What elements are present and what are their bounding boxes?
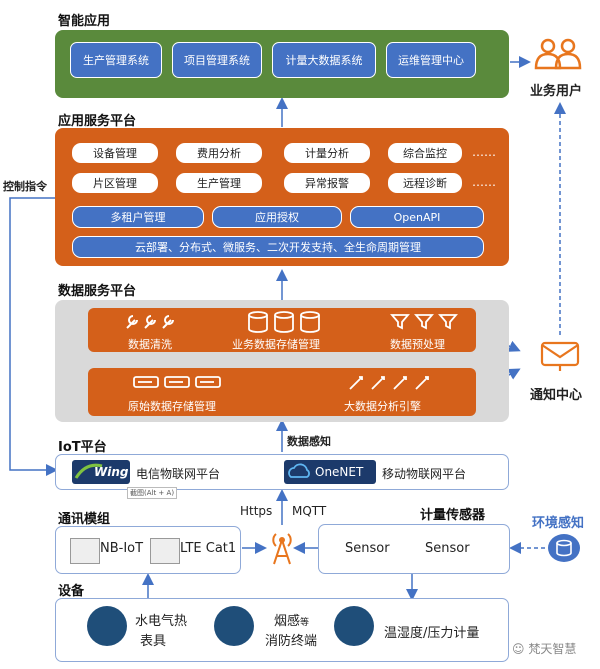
fan-icon	[334, 606, 374, 646]
wing-logo-swoosh	[74, 463, 103, 479]
data-storage-row	[88, 368, 476, 416]
app-module: 远程诊断	[388, 173, 462, 193]
engine-icon	[87, 606, 127, 646]
mailbox-icon	[540, 341, 580, 371]
iot-title: IoT平台	[58, 440, 107, 455]
sensor-label: Sensor	[345, 541, 390, 556]
wechat-icon: ☺	[512, 642, 529, 656]
antenna-tower-icon	[272, 533, 292, 565]
nb-iot-label: NB-IoT	[100, 541, 144, 556]
lte-chip-icon	[150, 538, 180, 564]
platform-capability: OpenAPI	[350, 206, 484, 228]
nb-chip-icon	[70, 538, 100, 564]
env-db-icon	[548, 534, 580, 562]
env-sense-label: 环境感知	[532, 516, 585, 531]
env-db-glyph	[556, 539, 572, 557]
app-module: 生产管理	[176, 173, 262, 193]
watermark: ☺ 梵天智慧	[512, 640, 576, 657]
filter-icon	[390, 314, 458, 330]
database-icon	[248, 311, 320, 333]
smart-app-item: 计量大数据系统	[272, 42, 376, 78]
users-icon	[534, 38, 582, 70]
notify-center-label: 通知中心	[530, 388, 583, 403]
app-platform-title: 应用服务平台	[58, 114, 137, 129]
https-label: Https	[240, 504, 273, 518]
smart-app-title: 智能应用	[58, 14, 111, 29]
smoke-label: 烟感	[274, 614, 301, 629]
wing-logo-text: Wing	[94, 465, 129, 479]
meter-device-line2: 表具	[140, 634, 167, 649]
mqtt-label: MQTT	[292, 504, 327, 518]
smoke-device-line1: 烟感等	[274, 610, 309, 629]
smart-app-item: 生产管理系统	[70, 42, 162, 78]
temp-humidity-label: 温湿度/压力计量	[384, 626, 480, 641]
data-sense-label: 数据感知	[287, 435, 331, 448]
telecom-iot-label: 电信物联网平台	[136, 467, 221, 481]
business-storage-label: 业务数据存储管理	[232, 338, 320, 351]
meter-device-line1: 水电气热	[135, 614, 188, 629]
sensor-label: Sensor	[425, 541, 470, 556]
watermark-label: 梵天智慧	[528, 642, 577, 656]
devices-title: 设备	[58, 584, 85, 599]
comm-title: 通讯模组	[58, 512, 111, 527]
devices-panel	[55, 598, 509, 662]
business-users-label: 业务用户	[530, 84, 583, 99]
app-module: 设备管理	[72, 143, 158, 163]
onenet-logo-text: OneNET	[315, 465, 364, 479]
onenet-logo: OneNET	[284, 460, 376, 484]
preprocessing-label: 数据预处理	[390, 338, 445, 351]
wrench-icon	[126, 315, 174, 329]
magic-wand-icon	[349, 376, 429, 390]
smart-app-item: 运维管理中心	[386, 42, 476, 78]
platform-capability: 应用授权	[212, 206, 342, 228]
app-module: 综合监控	[388, 143, 462, 163]
engine-icon	[214, 606, 254, 646]
lte-label: LTE Cat1	[180, 541, 237, 556]
raw-storage-label: 原始数据存储管理	[128, 400, 216, 413]
app-module: 片区管理	[72, 173, 158, 193]
platform-features: 云部署、分布式、微服务、二次开发支持、全生命周期管理	[72, 236, 484, 258]
data-cleaning-label: 数据清洗	[128, 338, 172, 351]
smoke-device-line2: 消防终端	[265, 634, 318, 649]
data-platform-title: 数据服务平台	[58, 284, 137, 299]
meter-sensor-panel	[318, 524, 510, 574]
analytics-engine-label: 大数据分析引擎	[344, 400, 421, 413]
control-command-label: 控制指令	[3, 180, 47, 193]
meter-sensor-title: 计量传感器	[420, 508, 486, 523]
platform-capability: 多租户管理	[72, 206, 204, 228]
more-indicator: ……	[472, 175, 496, 189]
screenshot-tooltip: 截图(Alt + A)	[127, 487, 178, 499]
data-processing-row	[88, 308, 476, 352]
app-module: 异常报警	[284, 173, 370, 193]
etc-label: 等	[300, 618, 310, 628]
smart-app-item: 项目管理系统	[172, 42, 262, 78]
iot-panel	[55, 454, 509, 490]
wing-logo: Wing	[72, 460, 130, 484]
server-icon	[133, 376, 221, 388]
cloud-icon	[288, 463, 310, 478]
app-module: 费用分析	[176, 143, 262, 163]
more-indicator: ……	[472, 145, 496, 159]
mobile-iot-label: 移动物联网平台	[382, 467, 467, 481]
app-module: 计量分析	[284, 143, 370, 163]
